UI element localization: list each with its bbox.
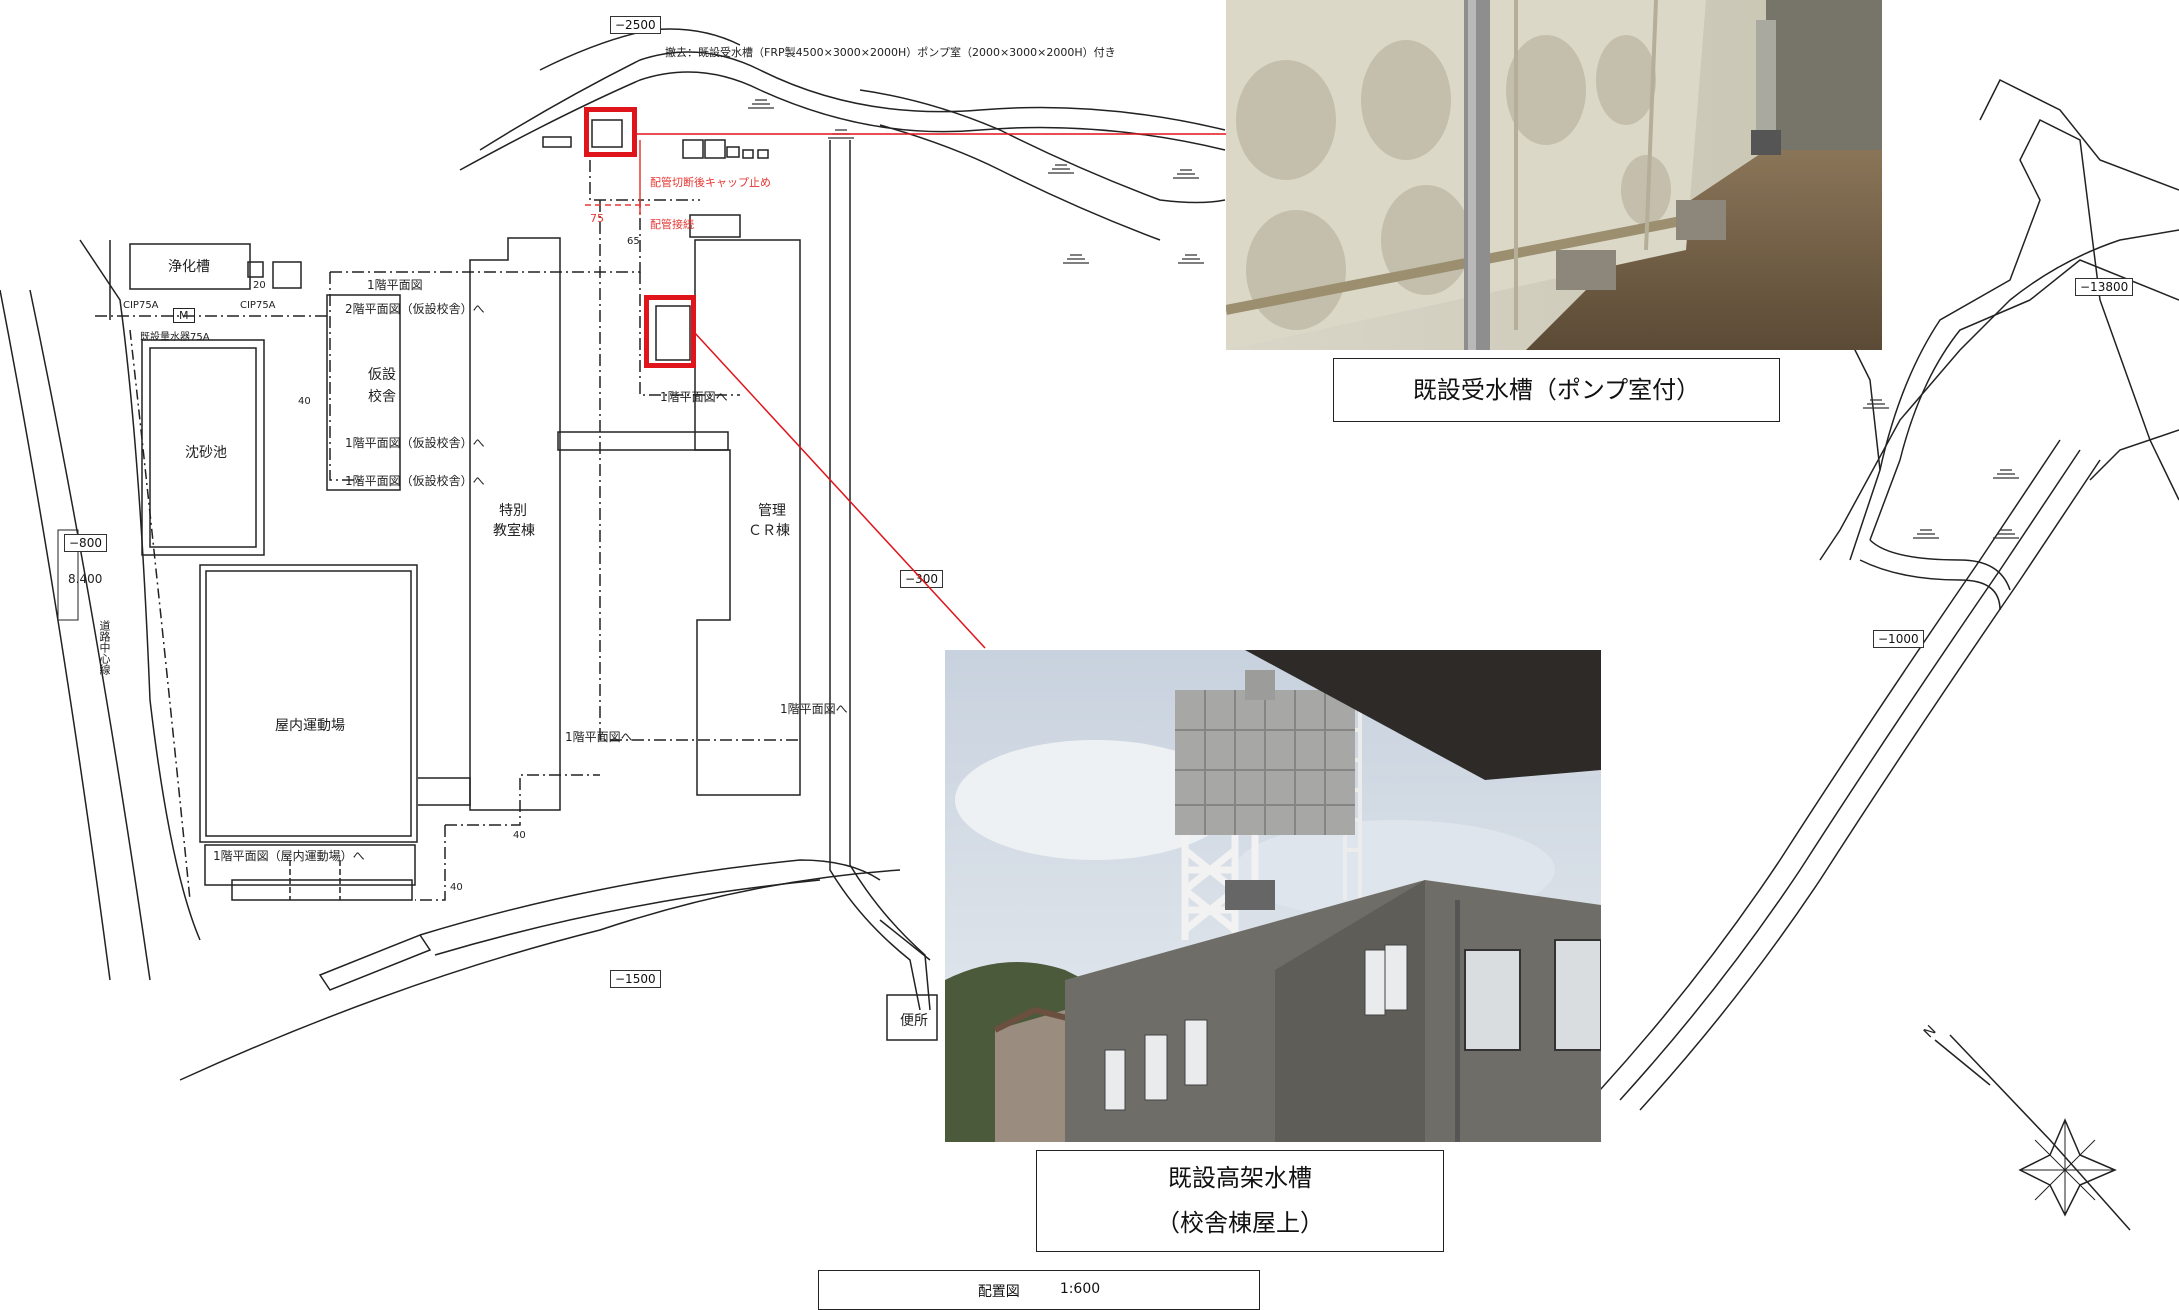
elevated-tank-highlight	[644, 295, 696, 368]
plan-ref-3: 1階平面図（仮設校舎）へ	[345, 436, 485, 450]
temp-school-label-1: 仮設	[368, 367, 396, 383]
temp-school-label-2: 校舎	[368, 389, 396, 405]
receiving-tank-caption-text: 既設受水槽（ポンプ室付）	[1412, 375, 1701, 404]
meter-symbol: M	[173, 308, 195, 323]
special-classroom-label-2: 教室棟	[493, 523, 535, 539]
gym-label: 屋内運動場	[275, 718, 345, 734]
elevated-tank-caption-line2: （校舎棟屋上）	[1156, 1209, 1324, 1237]
drawing-scale: 1:600	[1059, 1281, 1101, 1297]
plan-ref-1: 1階平面図	[367, 278, 423, 292]
dim-75: 75	[590, 212, 604, 225]
elevated-tank-caption-line1: 既設高架水槽	[1168, 1164, 1312, 1192]
plan-ref-8: 1階平面図（屋内運動場）へ	[213, 849, 365, 863]
septic-tank-label: 浄化槽	[168, 259, 210, 275]
admin-building-label-2: ＣＲ棟	[748, 523, 790, 539]
dim-20: 20	[253, 280, 266, 291]
dim-40b: 40	[513, 830, 526, 841]
elevated-tank-caption: 既設高架水槽 （校舎棟屋上）	[1036, 1150, 1444, 1252]
dim-40c: 40	[450, 882, 463, 893]
receiving-tank-photo	[1226, 0, 1882, 350]
plan-ref-6: 1階平面図へ	[780, 702, 848, 716]
pipe-spec-b: CIP75A	[240, 300, 276, 311]
plan-ref-4: 1階平面図（仮設校舎）へ	[345, 474, 485, 488]
admin-building-label-1: 管理	[758, 503, 786, 519]
plan-ref-2: 2階平面図（仮設校舎）へ	[345, 302, 485, 316]
level-marker-bottom: −1500	[610, 970, 661, 988]
pipe-spec-a: CIP75A	[123, 300, 159, 311]
pipe-cut-note: 配管切断後キャップ止め	[650, 176, 771, 189]
level-marker-top: −2500	[610, 16, 661, 34]
plan-ref-7: 1階平面図へ	[565, 730, 633, 744]
level-marker-right-top: −13800	[2075, 278, 2134, 296]
special-classroom-label-1: 特別	[499, 503, 527, 519]
road-width: 8.400	[68, 572, 103, 586]
dim-65: 65	[627, 236, 640, 247]
receiving-tank-highlight	[584, 107, 637, 157]
drawing-title-block: 配置図 1:600	[818, 1270, 1260, 1310]
road-center-label: 道路中心線	[98, 620, 111, 675]
receiving-tank-caption: 既設受水槽（ポンプ室付）	[1333, 358, 1780, 422]
demolition-note: 撤去：既設受水槽（FRP製4500×3000×2000H）ポンプ室（2000×3…	[665, 46, 1116, 59]
level-marker-left: −800	[64, 534, 107, 552]
drawing-title: 配置図	[977, 1284, 1020, 1300]
pipe-connect-note: 配管接続	[650, 218, 694, 231]
existing-meter-label: 既設量水器75A	[140, 332, 210, 343]
level-marker-right-mid: −1000	[1873, 630, 1924, 648]
dim-40a: 40	[298, 396, 311, 407]
toilet-label: 便所	[900, 1013, 928, 1029]
sedimentation-pond-label: 沈砂池	[185, 445, 227, 461]
plan-ref-5: 1階平面図へ	[660, 390, 728, 404]
elevated-tank-photo	[945, 650, 1601, 1142]
